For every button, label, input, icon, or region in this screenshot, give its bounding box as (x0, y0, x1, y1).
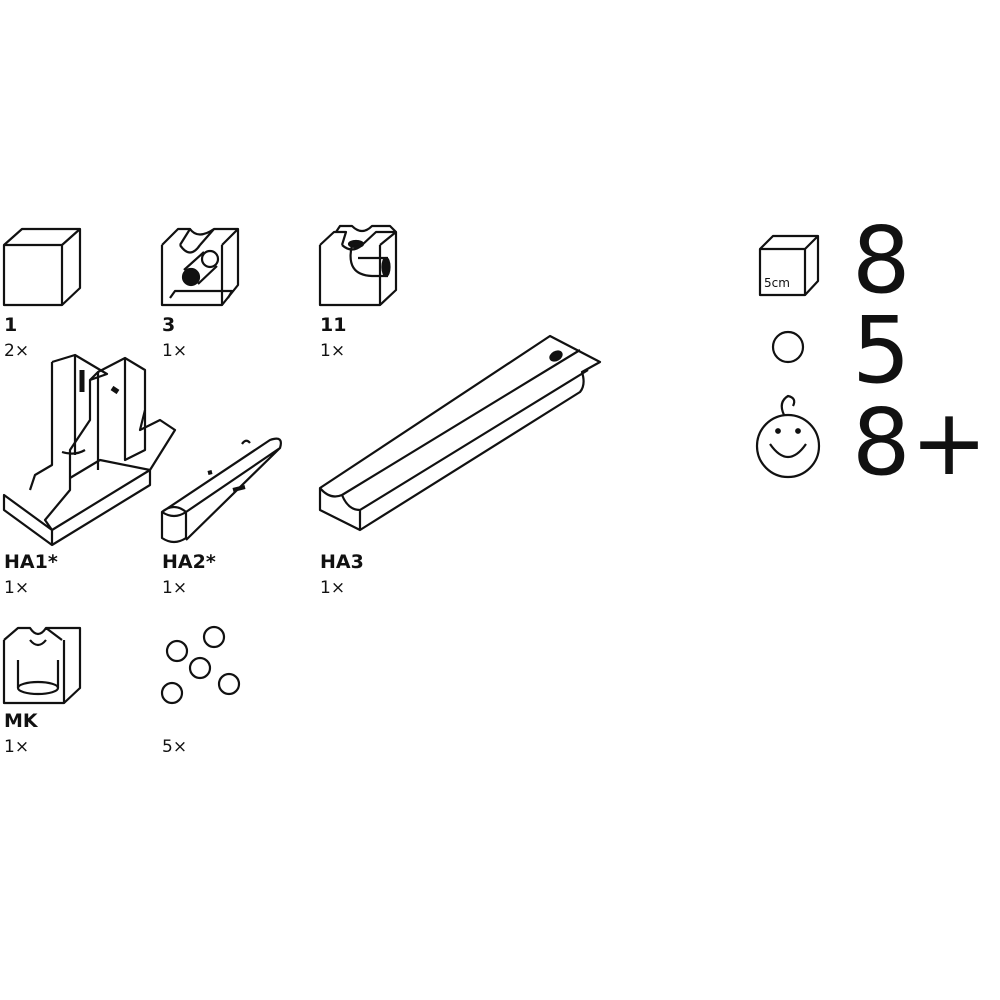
part-3-drawing (160, 227, 240, 307)
age-rating: 8+ (852, 389, 988, 496)
part-quantity: 2× (4, 341, 30, 361)
balls-drawing (160, 625, 241, 705)
part-label: 1 (4, 314, 18, 336)
part-ha2-drawing (160, 437, 282, 544)
cube-size-label: 5cm (764, 276, 790, 290)
part-label: HA2* (162, 551, 216, 573)
balls-quantity: 5× (162, 737, 188, 757)
ball-count: 5 (852, 297, 911, 404)
part-label: MK (4, 710, 38, 732)
cube-count: 8 (852, 207, 911, 314)
part-label: HA3 (320, 551, 364, 573)
part-quantity: 1× (4, 578, 30, 598)
child-face-icon (755, 394, 821, 479)
part-label: HA1* (4, 551, 58, 573)
part-11-drawing (318, 224, 398, 307)
part-label: 11 (320, 314, 347, 336)
part-label: 3 (162, 314, 176, 336)
part-1-cube-drawing (2, 227, 82, 307)
part-ha3-drawing (318, 334, 602, 532)
part-ha1-drawing (2, 353, 177, 547)
part-quantity: 1× (320, 341, 346, 361)
part-quantity: 1× (162, 578, 188, 598)
cube-icon (758, 234, 820, 297)
ball-icon (771, 330, 805, 364)
part-quantity: 1× (4, 737, 30, 757)
part-mk-drawing (2, 626, 82, 705)
part-quantity: 1× (320, 578, 346, 598)
part-quantity: 1× (162, 341, 188, 361)
